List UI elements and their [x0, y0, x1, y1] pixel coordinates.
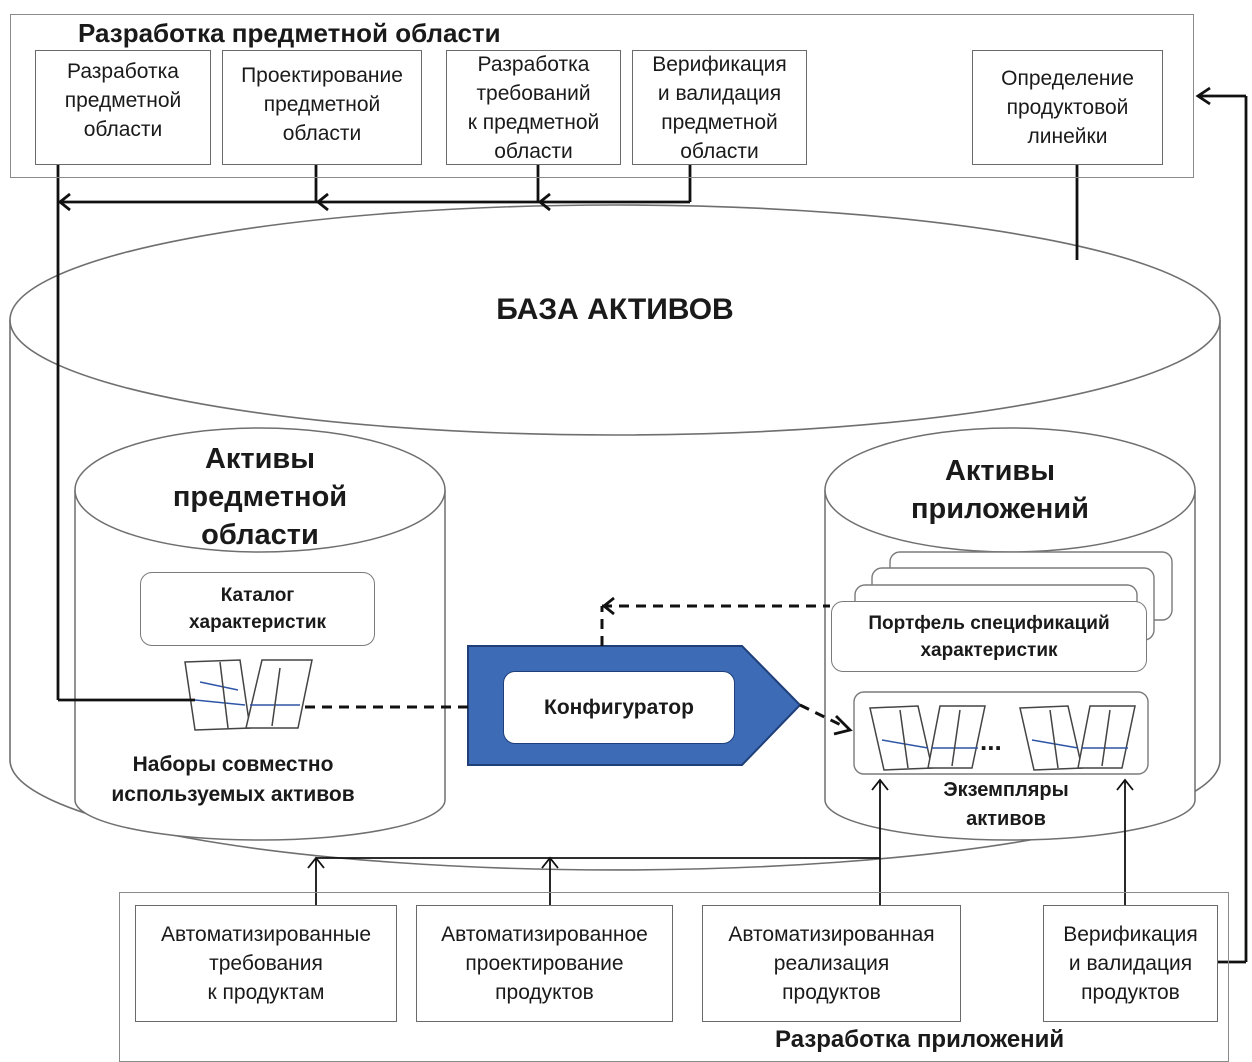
- feature-spec-portfolio-box: Портфель спецификаций характеристик: [831, 601, 1147, 672]
- arrowhead-right-return: [1195, 86, 1211, 106]
- app-assets-title: Активы приложений: [911, 455, 1089, 525]
- domain-development-title: Разработка предметной области: [78, 18, 501, 48]
- dashed-connectors: [305, 604, 846, 729]
- instance-document-icon-1: [869, 705, 986, 771]
- domain-verification-box: Верификация и валидация предметной облас…: [632, 50, 807, 165]
- arrowhead-dashed-right: [833, 715, 853, 736]
- feature-catalog-box: Каталог характеристик: [140, 572, 375, 646]
- automated-requirements-box: Автоматизированные требования к продукта…: [135, 905, 397, 1022]
- shared-asset-sets-label: Наборы совместно используемых активов: [111, 753, 355, 806]
- automated-design-box: Автоматизированное проектирование продук…: [416, 905, 673, 1022]
- arrowhead-up-1: [307, 856, 325, 869]
- instance-document-icon-2: [1019, 705, 1136, 771]
- arrowhead-left-2: [315, 192, 329, 212]
- arrowhead-up-4: [1116, 778, 1134, 791]
- domain-development-frame: [10, 14, 1194, 178]
- domain-analysis-box: Разработка предметной области: [35, 50, 211, 165]
- bottom-connectors: [315, 780, 1126, 905]
- domain-design-box: Проектирование предметной области: [222, 50, 422, 165]
- domain-assets-title: Активы предметной области: [172, 443, 348, 551]
- domain-requirements-box: Разработка требований к предметной облас…: [446, 50, 621, 165]
- arrowhead-up-3: [871, 778, 889, 791]
- arrowhead-up-2: [541, 856, 559, 869]
- top-connectors: [56, 165, 1079, 702]
- arrowhead-left-3: [537, 192, 551, 212]
- asset-instances-label: Экземпляры активов: [943, 779, 1069, 830]
- shared-assets-document-icon: [184, 659, 313, 731]
- app-development-title: Разработка приложений: [775, 1026, 1065, 1053]
- product-verification-box: Верификация и валидация продуктов: [1043, 905, 1218, 1022]
- product-line-definition-box: Определение продуктовой линейки: [972, 50, 1163, 165]
- return-connector: [1199, 94, 1248, 964]
- arrowhead-left-1: [57, 192, 71, 212]
- arrowhead-dashed-left: [601, 596, 615, 616]
- asset-base-title: БАЗА АКТИВОВ: [496, 293, 734, 326]
- configurator-label: Конфигуратор: [503, 671, 735, 744]
- automated-implementation-box: Автоматизированная реализация продуктов: [702, 905, 961, 1022]
- instances-ellipsis: ...: [980, 726, 1002, 756]
